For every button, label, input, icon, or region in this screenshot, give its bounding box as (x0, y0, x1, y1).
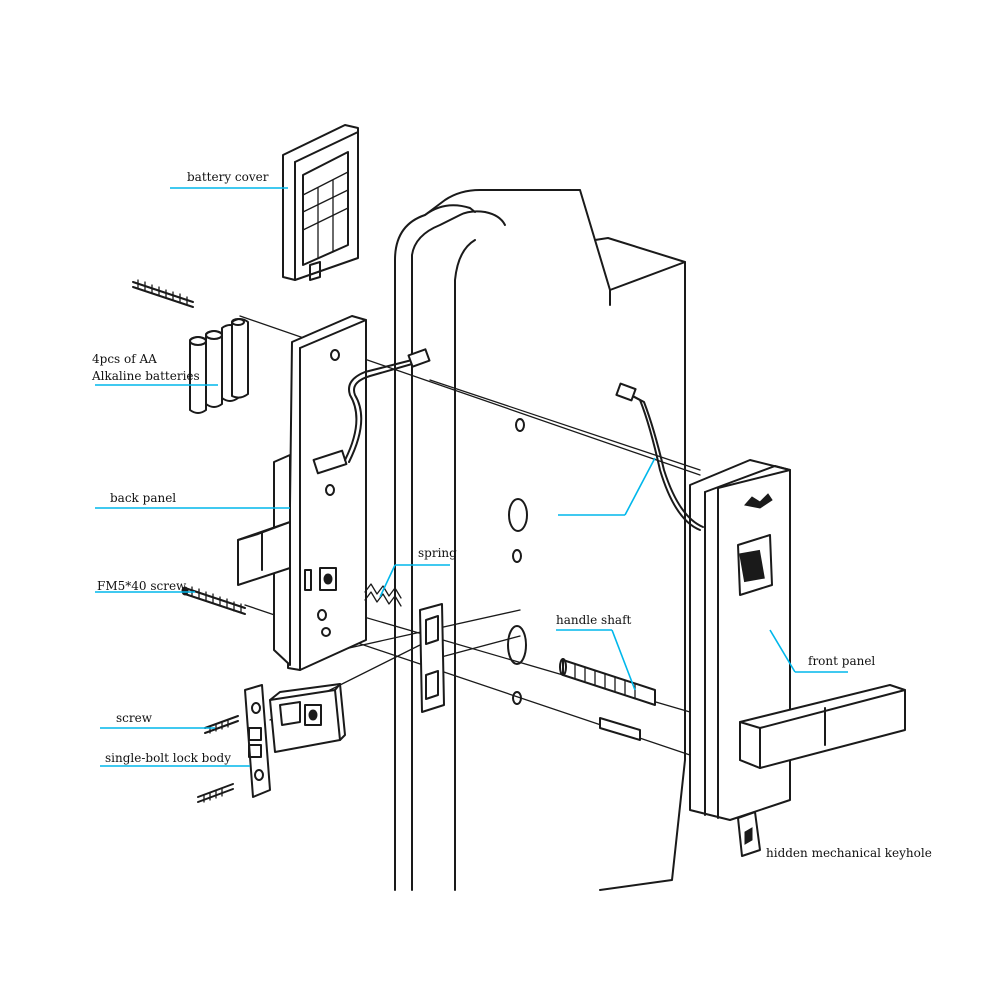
door (394, 189, 686, 891)
label-front-panel: front panel (808, 654, 876, 668)
label-leader-lines (95, 187, 848, 767)
long-screw-top (132, 279, 194, 308)
label-back-panel: back panel (110, 491, 177, 505)
handle-shaft (559, 658, 656, 741)
label-batteries-line1: 4pcs of AA (92, 352, 157, 366)
front-panel (615, 382, 906, 857)
spring-part (364, 583, 402, 607)
leader-center-d (624, 457, 656, 516)
lock-body (244, 683, 346, 798)
small-screws (197, 715, 239, 803)
battery-cover (282, 124, 359, 281)
label-lock-body: single-bolt lock body (105, 751, 232, 765)
batteries (189, 318, 249, 414)
label-spring: spring (418, 546, 457, 560)
label-batteries-line2: Alkaline batteries (92, 369, 200, 383)
label-handle-shaft: handle shaft (556, 613, 632, 627)
fm-screw (181, 586, 246, 615)
label-fm-screw: FM5*40 screw (97, 579, 187, 593)
strike-plate (419, 603, 445, 713)
label-battery-cover: battery cover (187, 170, 269, 184)
leader-spring-d (379, 564, 396, 598)
leader-handle-shaft-d (611, 629, 636, 691)
back-panel (237, 315, 431, 671)
label-keyhole: hidden mechanical keyhole (766, 846, 932, 860)
leader-front-panel-d (769, 629, 796, 673)
label-screw: screw (116, 711, 152, 725)
